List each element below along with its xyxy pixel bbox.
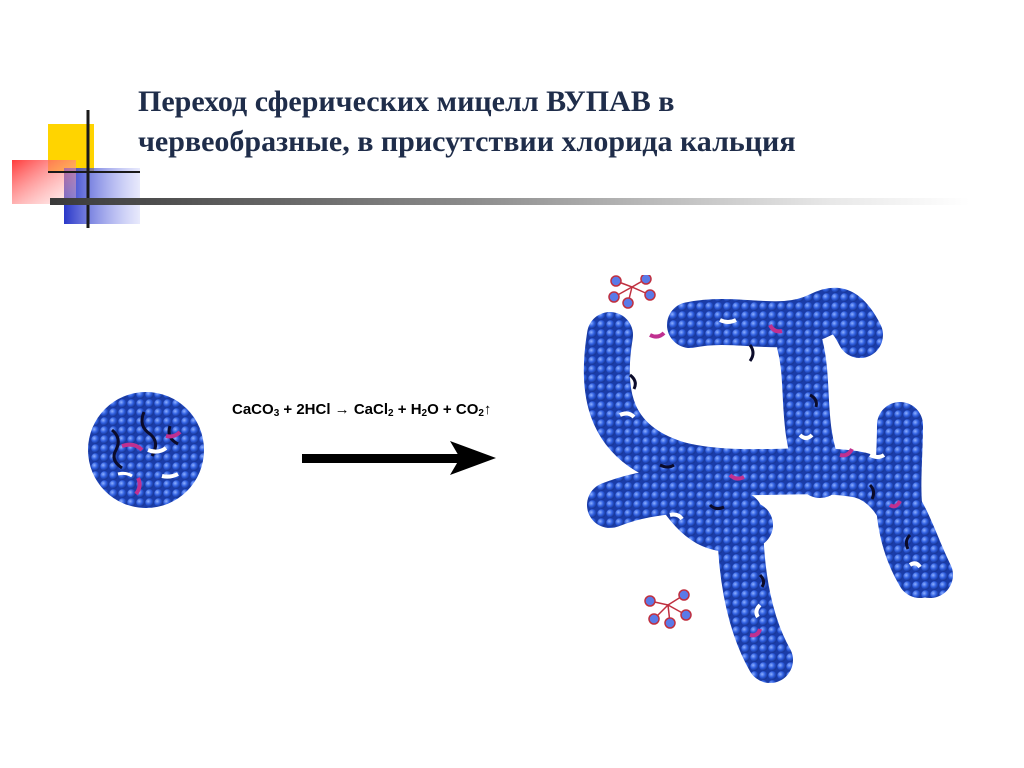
equation-part: CaCO [232,401,274,418]
corner-decoration [12,110,140,228]
title-divider [50,198,970,205]
right-arrow-icon [302,441,496,475]
equation-subscript: 2 [478,408,484,419]
surfactant-cluster [608,275,656,309]
slide-title: Переход сферических мицелл ВУПАВ в черве… [138,82,998,162]
blue-block [64,168,140,224]
spherical-micelle-image [88,392,204,508]
equation-part: + 2HCl → CaCl [279,401,389,418]
equation-subscript: 2 [421,408,428,419]
equation-subscript: 2 [388,408,394,419]
red-block [12,160,76,204]
title-line-2: червеобразные, в присутствии хлорида кал… [138,125,796,158]
title-line-1: Переход сферических мицелл ВУПАВ в [138,85,675,118]
equation-subscript: 3 [273,408,280,419]
surfactant-cluster [644,589,692,629]
equation-part: + H [393,401,422,418]
up-arrow-icon: ↑ [483,401,492,418]
equation-part: O + CO [427,401,479,418]
wormlike-micelle-image [583,275,953,683]
reaction-equation: CaCO3 + 2HCl → CaCl2 + H2O + CO2↑ [232,401,491,419]
